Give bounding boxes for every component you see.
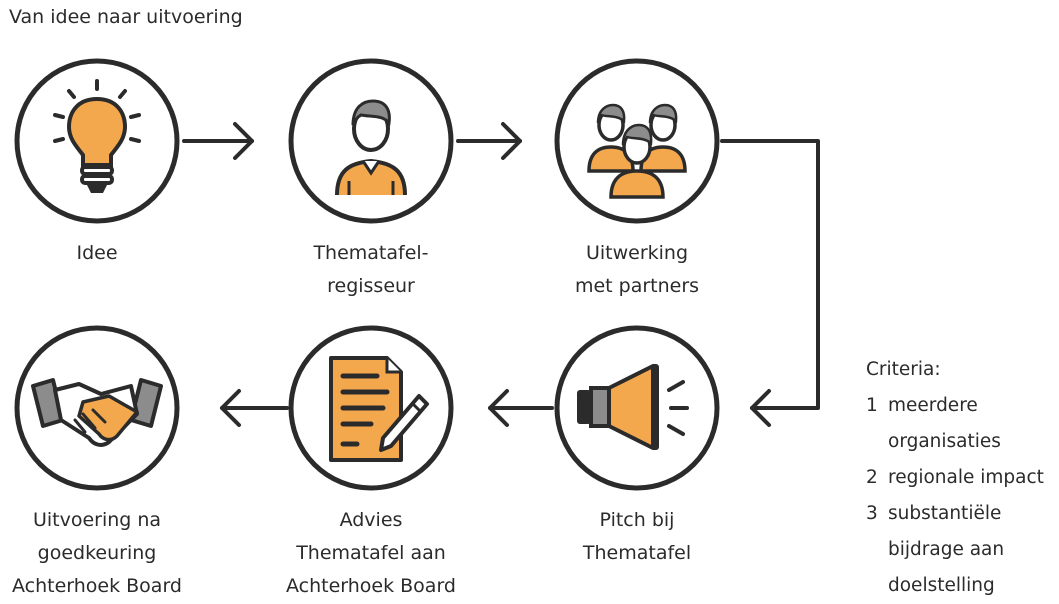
criteria-item: 3 substantiële bijdrage aan doelstelling [866, 496, 1044, 604]
criteria-heading: Criteria: [866, 359, 941, 380]
step-idee-node [13, 57, 181, 225]
step-uitvoering-node [13, 324, 181, 492]
criteria-text: substantiële [888, 503, 1002, 524]
document-pen-icon [329, 356, 429, 462]
step-uitwerking-node [553, 57, 721, 225]
step-label-regisseur: Thematafel- regisseur [313, 242, 429, 297]
step-label-uitvoering: Uitvoering na goedkeuring Achterhoek Boa… [11, 509, 182, 597]
step-label-advies: Advies Thematafel aan Achterhoek Board [285, 509, 456, 597]
criteria-text: organisaties [888, 431, 1001, 452]
criteria-number: 2 [866, 467, 878, 488]
step-label-pitch: Pitch bij Thematafel [582, 509, 692, 564]
step-regisseur-node [287, 57, 455, 225]
step-label-uitwerking: Uitwerking met partners [574, 242, 700, 297]
step-pitch-node [553, 324, 721, 492]
arrow-uitwerking-to-pitch [720, 139, 820, 427]
arrow-regisseur-to-uitwerking [456, 122, 522, 160]
step-advies-node [287, 324, 455, 492]
criteria-text: regionale impact [888, 467, 1044, 488]
lightbulb-icon [53, 79, 141, 193]
arrow-pitch-to-advies [488, 389, 554, 427]
handshake-icon [31, 378, 163, 447]
person-icon [335, 99, 407, 196]
diagram-title: Van idee naar uitvoering [9, 6, 243, 28]
step-label-idee: Idee [76, 242, 118, 264]
criteria-number: 1 [866, 395, 878, 416]
arrow-idee-to-regisseur [182, 122, 254, 160]
criteria-text: doelstelling [888, 575, 995, 596]
criteria-item: 1 meerdere organisaties [866, 388, 1044, 460]
arrow-advies-to-uitvoering [220, 389, 289, 427]
group-icon [587, 103, 687, 199]
criteria-text: bijdrage aan [888, 539, 1005, 560]
megaphone-icon [577, 364, 689, 450]
criteria-item: 2 regionale impact [866, 460, 1044, 496]
criteria-number: 3 [866, 503, 878, 524]
criteria-text: meerdere [888, 395, 978, 416]
criteria-box: Criteria: 1 meerdere organisaties 2 regi… [866, 352, 1044, 604]
